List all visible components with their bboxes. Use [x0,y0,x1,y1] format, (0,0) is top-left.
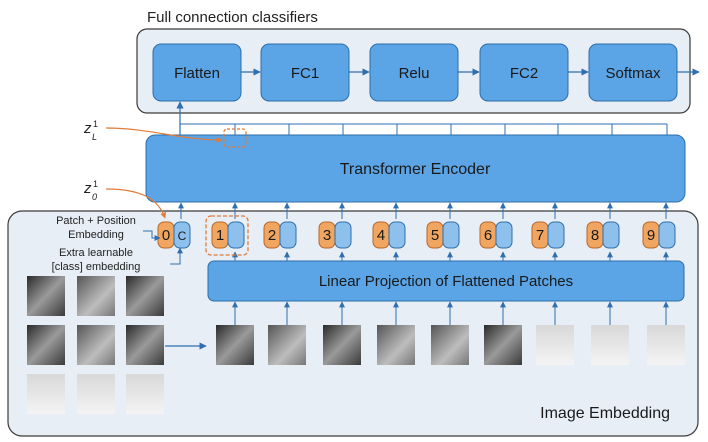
class-token-letter: C [178,229,187,243]
z-l-label: z L 1 [83,119,98,142]
image-patch [268,325,306,365]
svg-text:z: z [83,120,92,137]
svg-text:1: 1 [93,119,98,129]
classifier-block-fc1: FC1 [260,43,350,102]
z-l-callout [105,127,223,143]
token-number: 3 [323,227,331,244]
transformer-encoder-label: Transformer Encoder [340,161,491,178]
token-4: 4 [372,221,406,249]
image-embedding-label: Image Embedding [540,405,670,422]
token-5: 5 [426,221,460,249]
token-number: 1 [216,227,224,244]
source-image-tile [77,325,115,365]
token-2: 2 [263,221,297,249]
token-number: 5 [431,227,439,244]
classifier-block-label: Flatten [174,65,220,82]
token-number: 6 [484,227,492,244]
image-patch [484,325,522,365]
source-image-tile [77,374,115,414]
token-6: 6 [479,221,513,249]
token-number: 2 [268,227,276,244]
token-number: 4 [377,227,385,244]
token-7: 7 [531,221,565,249]
image-patch [647,325,685,365]
classifier-block-relu: Relu [369,43,459,102]
source-image-tile [77,276,115,316]
token-number: 0 [162,227,170,244]
token-1: 1 [211,221,245,249]
transformer-encoder-block [145,134,686,203]
classifier-block-label: Relu [399,65,430,82]
source-image-tile [27,374,65,414]
z-0-label: z 0 1 [83,179,98,202]
patch-position-label-2: Embedding [68,229,124,241]
image-patch [323,325,361,365]
extra-learnable-label-2: [class] embedding [52,261,141,273]
token-1-highlight [205,215,249,256]
classifier-block-label: FC1 [291,65,319,82]
source-image-tile [27,276,65,316]
diagram-title: Full connection classifiers [147,9,318,26]
patch-position-label-1: Patch + Position [56,215,136,227]
classifier-block-label: FC2 [510,65,538,82]
extra-learnable-label-1: Extra learnable [59,247,133,259]
z-l-highlight [223,128,247,148]
patch-position-pointer [143,230,161,241]
svg-text:0: 0 [92,192,97,202]
z-0-callout [105,188,167,219]
svg-text:1: 1 [93,179,98,189]
source-image-tile [126,374,164,414]
token-8: 8 [586,221,620,249]
linear-projection-block [207,260,685,302]
image-patch [591,325,629,365]
classifier-block-label: Softmax [605,65,661,82]
source-image-tile [126,325,164,365]
image-patch [377,325,415,365]
token-9: 9 [642,221,676,249]
image-patch [216,325,254,365]
source-image-tile [27,325,65,365]
classifier-block-softmax: Softmax [588,43,678,102]
extra-learnable-pointer [170,247,183,265]
image-patch [431,325,469,365]
image-patch [536,325,574,365]
token-3: 3 [318,221,352,249]
classifier-block-flatten: Flatten [152,43,242,102]
linear-projection-label: Linear Projection of Flattened Patches [319,273,573,290]
token-number: 7 [536,227,544,244]
token-number: 9 [647,227,655,244]
token-number: 8 [591,227,599,244]
svg-text:L: L [92,132,97,142]
svg-text:z: z [83,180,92,197]
classifier-block-fc2: FC2 [479,43,569,102]
source-image-tile [126,276,164,316]
